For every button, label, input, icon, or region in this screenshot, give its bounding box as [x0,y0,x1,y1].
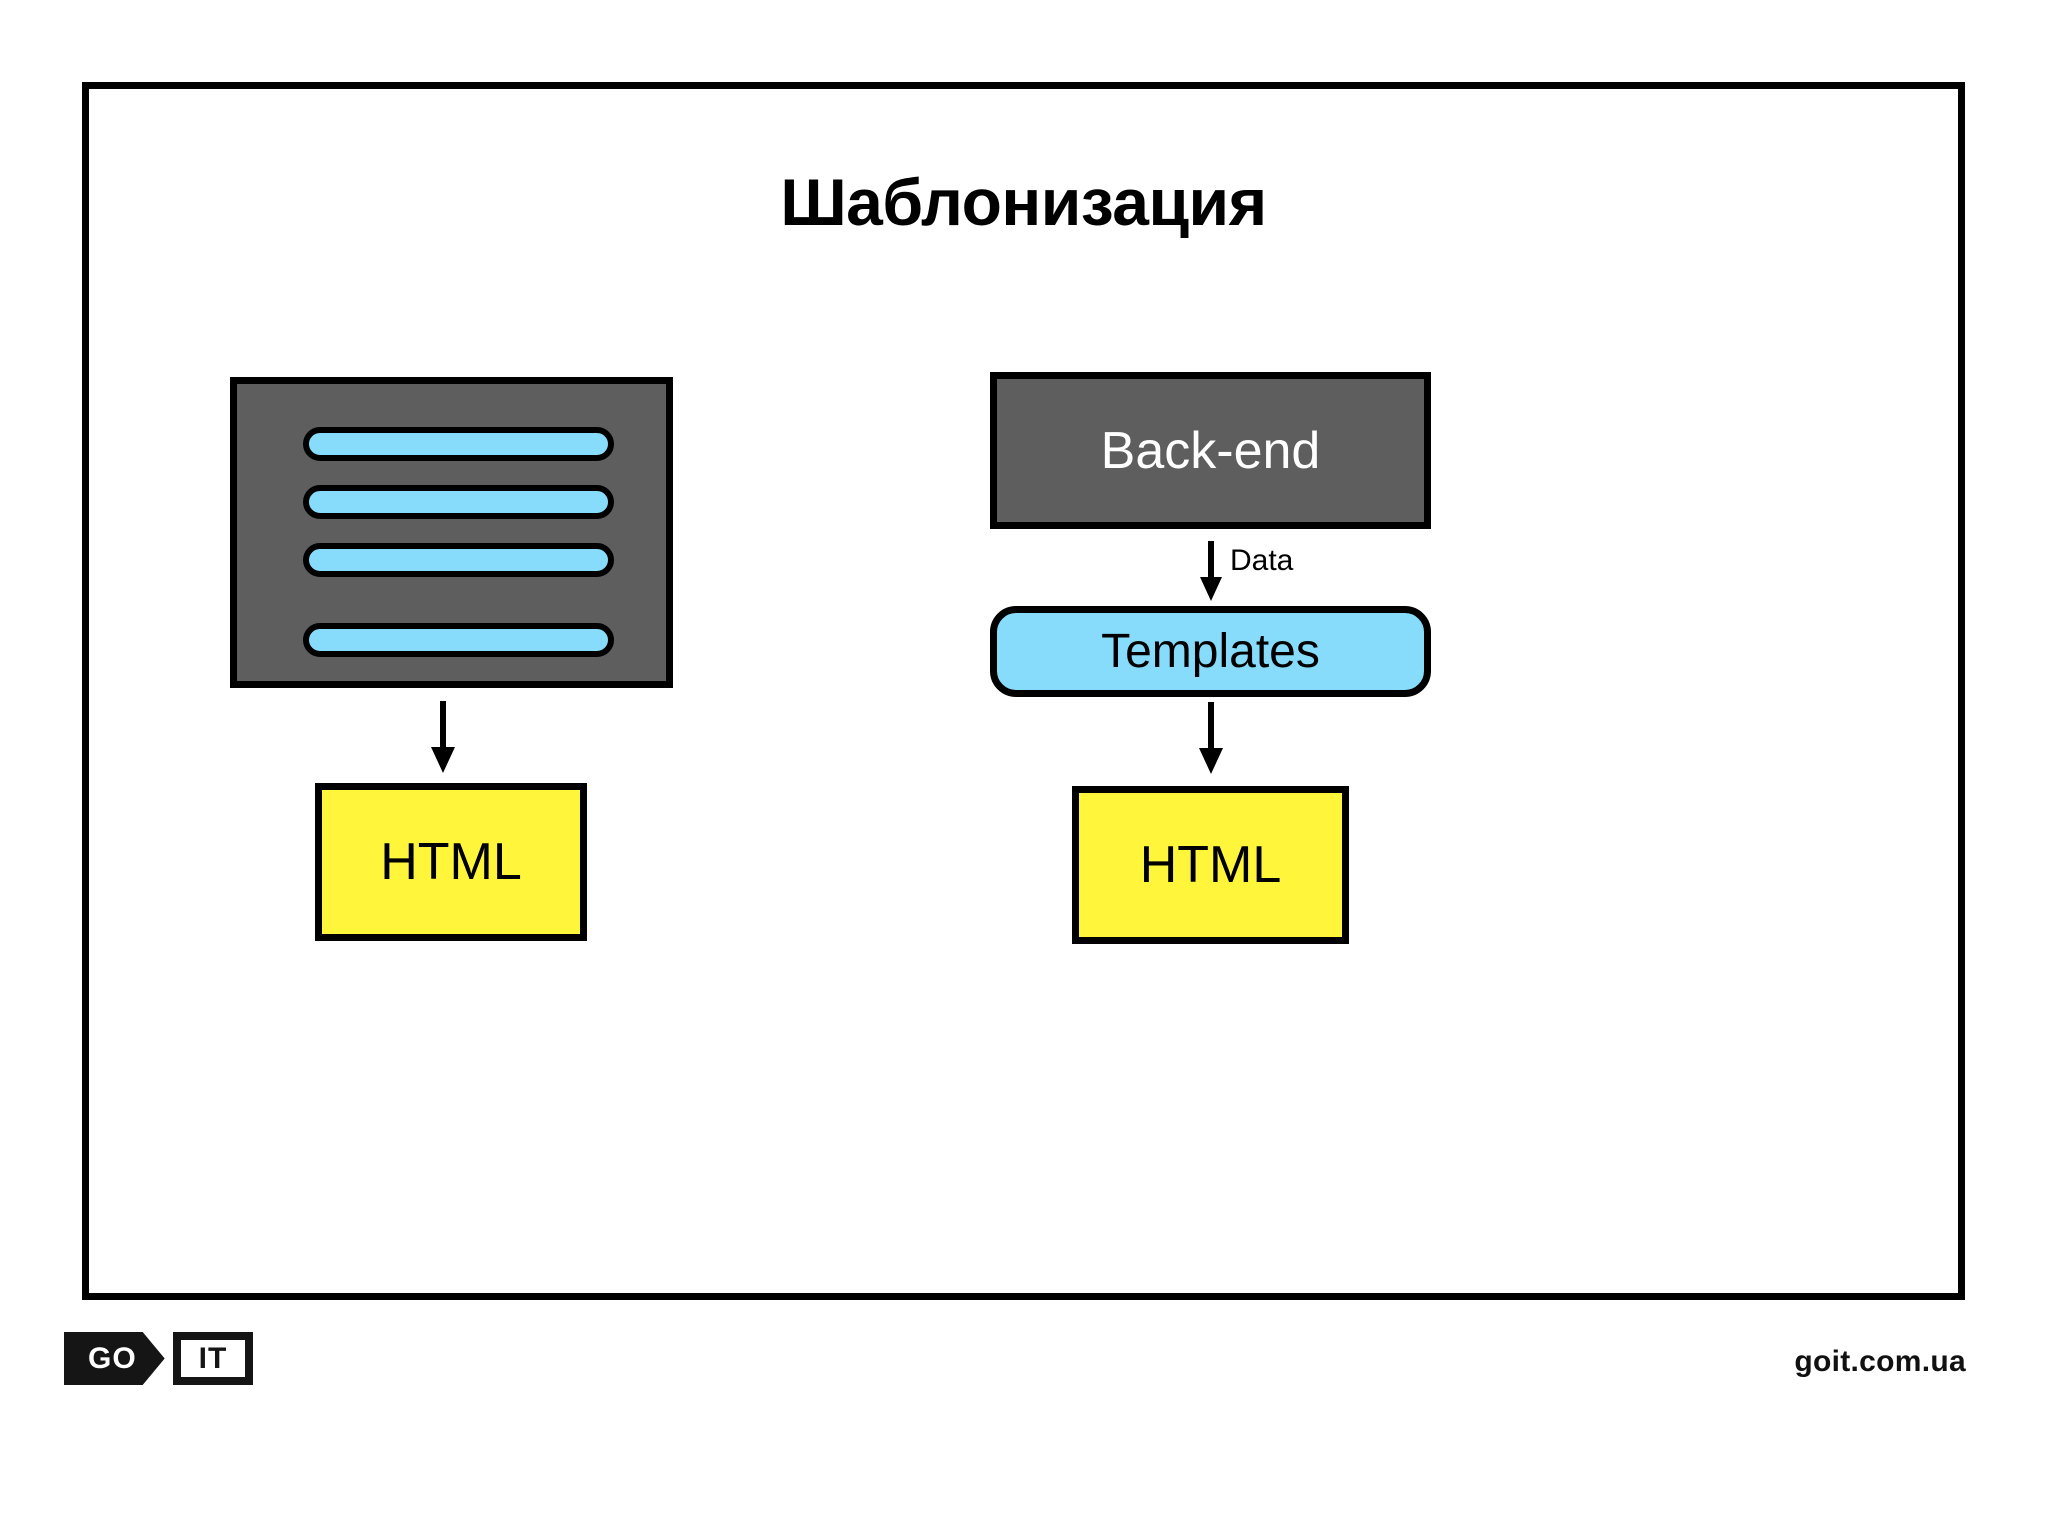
data-arrow-label: Data [1230,544,1294,577]
content-row-1 [303,427,614,461]
static-page-mock [230,377,673,688]
html-output-left: HTML [315,783,587,941]
html-output-right: HTML [1072,786,1349,944]
content-row-3 [303,543,614,577]
slide-frame: Шаблонизация HTML Back-end Data Template… [82,82,1965,1300]
arrow-down-icon-right [1196,702,1226,774]
backend-box: Back-end [990,372,1431,529]
logo-it-text: IT [172,1332,254,1385]
goit-logo: GO IT [64,1332,254,1385]
arrow-down-icon-left [428,701,458,773]
content-row-2 [303,485,614,519]
templates-box: Templates [990,606,1431,697]
footer: GO IT goit.com.ua [0,1327,2048,1427]
site-url: goit.com.ua [1794,1345,1966,1378]
arrow-down-icon-data [1196,541,1226,601]
logo-go-text: GO [64,1332,165,1385]
content-row-4 [303,623,614,657]
page-title: Шаблонизация [780,165,1267,239]
